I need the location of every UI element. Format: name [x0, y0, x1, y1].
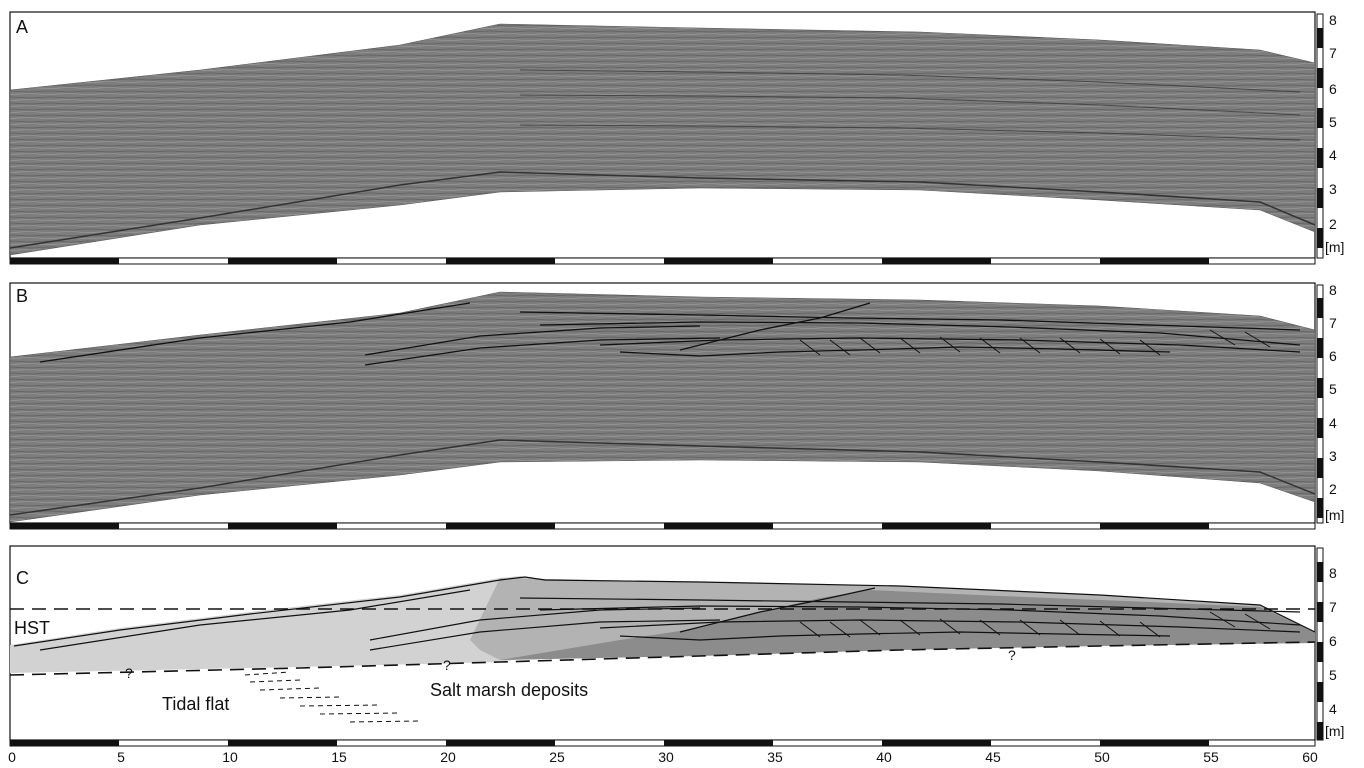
- panel-c-letter: C: [16, 568, 29, 588]
- depth-bar-b-blocks: [1317, 298, 1323, 518]
- distance-label-10: 10: [222, 749, 238, 765]
- depth-bar-b: [1316, 284, 1324, 524]
- distance-label-45: 45: [985, 749, 1001, 765]
- panel-a-letter: A: [16, 17, 28, 37]
- depth-label-c-6: 6: [1329, 633, 1337, 649]
- question-mark-1: ?: [125, 665, 133, 681]
- depth-unit-b: [m]: [1325, 507, 1344, 523]
- tidal-flat-label: Tidal flat: [162, 694, 229, 714]
- depth-label-c-5: 5: [1329, 667, 1337, 683]
- reflector-lines-a: [519, 69, 1301, 141]
- depth-label-b-6: 6: [1329, 348, 1337, 364]
- distance-label-15: 15: [331, 749, 347, 765]
- distance-bar-a: [9, 257, 1316, 265]
- depth-label-a-4: 4: [1329, 147, 1337, 163]
- depth-label-a-5: 5: [1329, 114, 1337, 130]
- question-mark-2: ?: [443, 657, 451, 673]
- radar-section-b: [10, 291, 1315, 523]
- interpreted-reflectors-b: [39, 302, 1301, 366]
- radar-section-a: [10, 23, 1315, 256]
- distance-label-40: 40: [876, 749, 892, 765]
- depth-scale-b: 8 7 6 5 4 3 2 [m]: [1316, 282, 1344, 524]
- distance-bar-c: [9, 739, 1316, 747]
- depth-label-c-4: 4: [1329, 701, 1337, 717]
- panel-b-letter: B: [16, 286, 28, 306]
- distance-label-55: 55: [1203, 749, 1219, 765]
- depth-label-b-3: 3: [1329, 448, 1337, 464]
- distance-label-60: 60: [1302, 749, 1318, 765]
- depth-label-b-8: 8: [1329, 282, 1337, 298]
- depth-bar-c-blocks: [1317, 562, 1323, 740]
- depth-unit-a: [m]: [1325, 239, 1344, 255]
- depth-label-a-8: 8: [1329, 12, 1337, 28]
- hst-label: HST: [14, 618, 50, 638]
- radar-base-reflector-b: [10, 439, 1315, 516]
- distance-label-50: 50: [1094, 749, 1110, 765]
- depth-label-c-8: 8: [1329, 565, 1337, 581]
- depth-unit-c: [m]: [1325, 723, 1344, 739]
- panel-c: C HST Tidal flat Salt marsh deposits ? ?…: [9, 545, 1316, 741]
- distance-bar-b: [9, 522, 1316, 530]
- depth-label-a-7: 7: [1329, 45, 1337, 61]
- depth-label-b-5: 5: [1329, 381, 1337, 397]
- depth-label-a-6: 6: [1329, 81, 1337, 97]
- panel-b: B: [9, 282, 1316, 524]
- depth-label-a-2: 2: [1329, 216, 1337, 232]
- cross-beds-c: [799, 611, 1271, 638]
- depth-bar-a: [1316, 13, 1324, 259]
- salt-marsh-label: Salt marsh deposits: [430, 680, 588, 700]
- depth-bar-a-blocks: [1317, 28, 1323, 248]
- distance-label-25: 25: [549, 749, 565, 765]
- depth-label-b-7: 7: [1329, 315, 1337, 331]
- question-mark-3: ?: [1008, 647, 1016, 663]
- hst-base-dashed-line: [9, 641, 1316, 676]
- depth-scale-a: 8 7 6 5 4 3 2 [m]: [1316, 12, 1344, 259]
- distance-label-20: 20: [440, 749, 456, 765]
- cross-beds-b: [799, 329, 1271, 356]
- distance-label-35: 35: [767, 749, 783, 765]
- distance-label-30: 30: [658, 749, 674, 765]
- depth-label-b-4: 4: [1329, 415, 1337, 431]
- depth-scale-c: 8 7 6 5 4 [m]: [1316, 547, 1344, 741]
- panel-a: A: [9, 11, 1316, 259]
- depth-label-a-3: 3: [1329, 181, 1337, 197]
- depth-label-c-7: 7: [1329, 599, 1337, 615]
- distance-label-5: 5: [117, 749, 125, 765]
- distance-label-0: 0: [8, 749, 16, 765]
- depth-label-b-2: 2: [1329, 481, 1337, 497]
- radar-base-reflector-a: [10, 171, 1315, 249]
- tidal-flat-lenses: [244, 671, 421, 723]
- distance-axis-labels: 0 5 10 15 20 25 30 35 40 45 50 55 60: [8, 749, 1318, 765]
